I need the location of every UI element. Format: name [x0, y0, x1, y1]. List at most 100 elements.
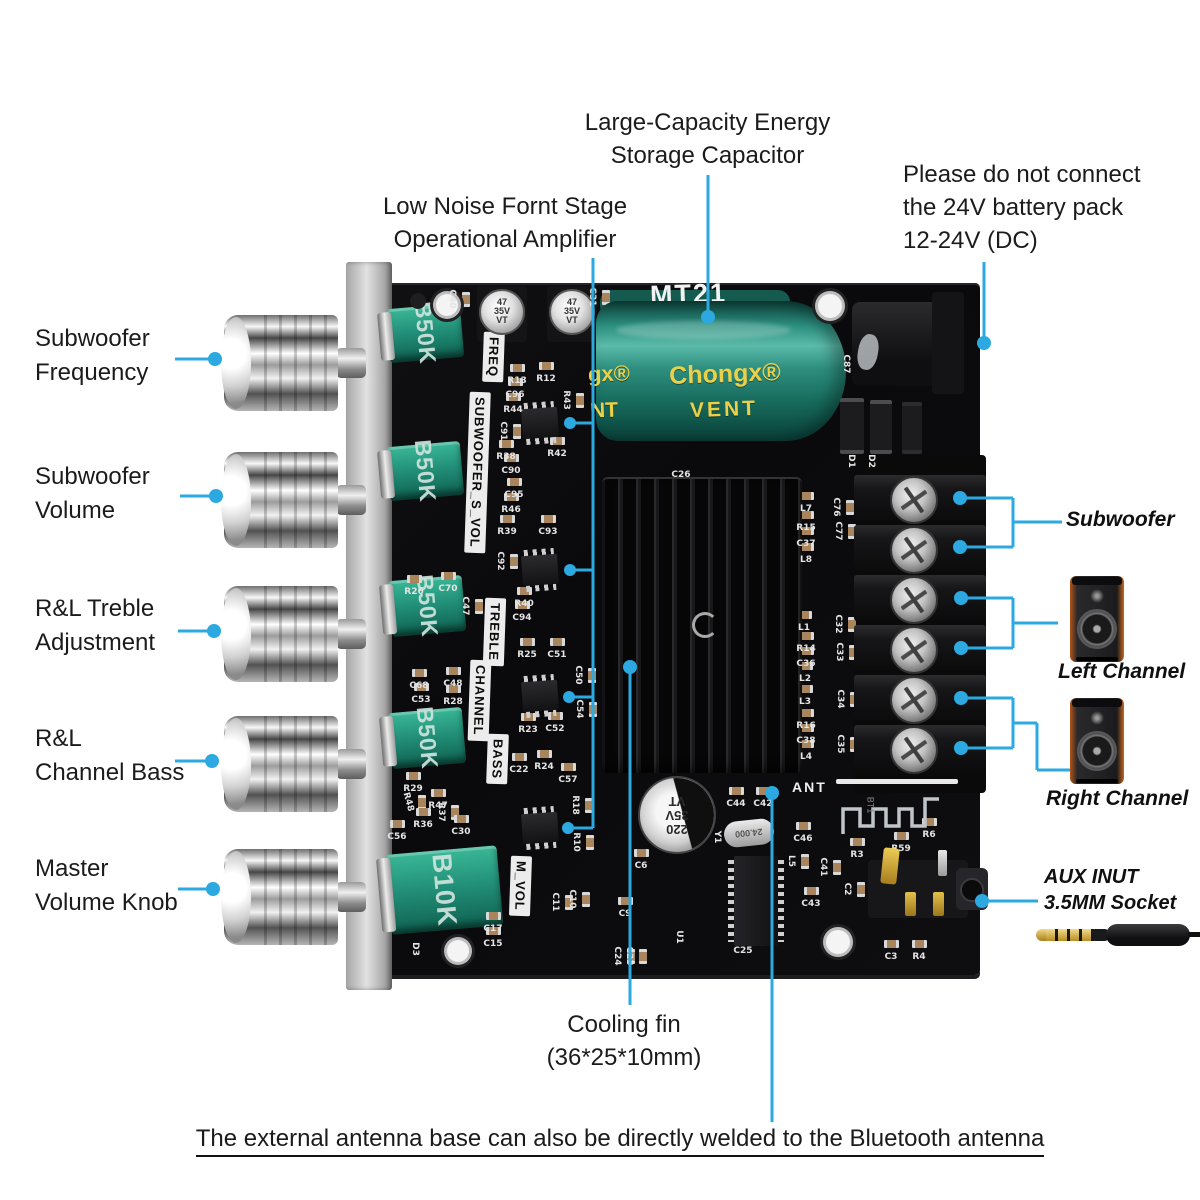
silkscreen-bass: BASS — [486, 733, 509, 785]
smd-pad — [799, 724, 814, 732]
ref-label-c33: C33 — [834, 642, 844, 662]
ref-label-r44: R44 — [503, 405, 523, 415]
smd-pad — [799, 543, 814, 551]
ref-label-r38: R38 — [496, 452, 516, 462]
ref-label-c41: C41 — [818, 857, 828, 877]
smd-pad — [506, 393, 521, 401]
ref-label-c57: C57 — [558, 775, 578, 785]
aux-jack-gold-pin — [905, 892, 916, 916]
ref-label-r29: R29 — [403, 784, 423, 794]
potentiometer-b10k: B10K — [384, 845, 504, 935]
smd-pad — [588, 668, 596, 683]
smd-pad — [539, 362, 554, 370]
annotation-line: (36*25*10mm) — [546, 1044, 702, 1071]
capacitor-220uf: 220 35V VT — [638, 776, 716, 854]
smd-pad — [510, 554, 518, 569]
silkscreen-freq: FREQ — [482, 331, 505, 383]
aux-plug-neck — [1092, 929, 1108, 941]
ref-label-r23: R23 — [518, 725, 538, 735]
ref-label-c76: C76 — [831, 497, 841, 517]
smd-pad — [486, 927, 501, 935]
smd-pad — [585, 798, 593, 813]
ref-label-c94: C94 — [512, 613, 532, 623]
pcb-dark-hole — [410, 293, 426, 309]
smd-pad — [912, 940, 927, 948]
bulk-capacitor-main — [596, 301, 846, 441]
smd-pad — [799, 740, 814, 748]
right-channel-speaker-image — [1070, 698, 1124, 784]
ref-label-c25: C25 — [733, 946, 753, 956]
smd-pad — [797, 611, 812, 619]
aux-plug-cable — [1188, 932, 1200, 937]
ref-label-d3: D3 — [410, 942, 420, 956]
ref-label-c32: C32 — [833, 614, 843, 634]
aux-plug-body — [1106, 924, 1190, 946]
smd-pad — [418, 795, 426, 810]
cap-brand-partial: gx® — [587, 360, 631, 387]
potentiometer-value: B50K — [409, 438, 442, 504]
potentiometer-value: B10K — [426, 852, 463, 928]
terminal-screw — [890, 576, 938, 624]
smd-pad — [431, 789, 446, 797]
smd-pad — [602, 290, 610, 305]
knob-channel-bass — [221, 716, 338, 812]
ref-label-c70: C70 — [438, 584, 458, 594]
ref-label-r43: R43 — [561, 390, 571, 410]
speaker-woofer — [1077, 609, 1117, 649]
bluetooth-ic — [728, 856, 784, 946]
knob-subwoofer-volume — [221, 452, 338, 548]
smd-pad — [462, 292, 470, 307]
silkscreen-treble: TREBLE — [482, 597, 507, 667]
annotation-line: Subwoofer — [35, 325, 150, 352]
smd-pad — [550, 437, 565, 445]
cap-value: 220 — [666, 822, 688, 837]
ref-label-c51: C51 — [547, 650, 567, 660]
smd-pad — [508, 378, 523, 386]
annotation-line: the 24V battery pack — [903, 194, 1124, 221]
smd-pad — [884, 940, 899, 948]
ref-label-c35: C35 — [835, 734, 845, 754]
smd-pad — [799, 709, 814, 717]
annotation-line: R&L Treble — [35, 595, 155, 622]
ref-label-c36: C36 — [796, 659, 816, 669]
ref-label-c24: C24 — [612, 946, 622, 966]
ref-label-c6: C6 — [634, 861, 648, 871]
aux-jack-barrel — [956, 868, 988, 910]
smd-pad — [504, 493, 519, 501]
ant-label: ANT — [792, 779, 827, 795]
potentiometer-value: B50K — [409, 300, 442, 366]
smd-pad — [846, 500, 854, 515]
ref-label-r46: R46 — [501, 505, 521, 515]
ref-label-r10: R10 — [571, 832, 581, 852]
smd-pad — [799, 511, 814, 519]
terminal-screw — [890, 626, 938, 674]
ref-label-r24: R24 — [534, 762, 554, 772]
smd-pad — [576, 393, 584, 408]
dc-power-jack-flange — [932, 292, 964, 394]
smd-pad — [451, 805, 459, 820]
annotation-line: Volume — [35, 497, 116, 524]
smd-pad — [804, 887, 819, 895]
ref-label-c17: C17 — [483, 924, 503, 934]
ref-label-c46: C46 — [793, 834, 813, 844]
annotation-power-warning: Please do not connect the 24V battery pa… — [903, 158, 1183, 257]
capacitor-shade — [640, 778, 714, 852]
ref-label-r26: R26 — [404, 587, 424, 597]
smd-pad — [512, 753, 527, 761]
ref-label-r39: R39 — [497, 527, 517, 537]
annotation-big-capacitor: Large-Capacity Energy Storage Capacitor — [555, 106, 860, 172]
ref-label-c22: C22 — [509, 765, 529, 775]
ref-label-c43: C43 — [801, 899, 821, 909]
smd-pad — [922, 818, 937, 826]
smd-pad — [586, 835, 594, 850]
smd-pad — [548, 712, 563, 720]
knob-shaft-nut — [336, 749, 366, 779]
annotation-line: Adjustment — [35, 629, 156, 656]
ref-label-r36: R36 — [413, 820, 433, 830]
ref-label-c10: C10 — [567, 889, 577, 909]
ref-label-r15: R15 — [796, 523, 816, 533]
ref-label-c38: C38 — [796, 736, 816, 746]
knob-shaft-nut — [336, 348, 366, 378]
